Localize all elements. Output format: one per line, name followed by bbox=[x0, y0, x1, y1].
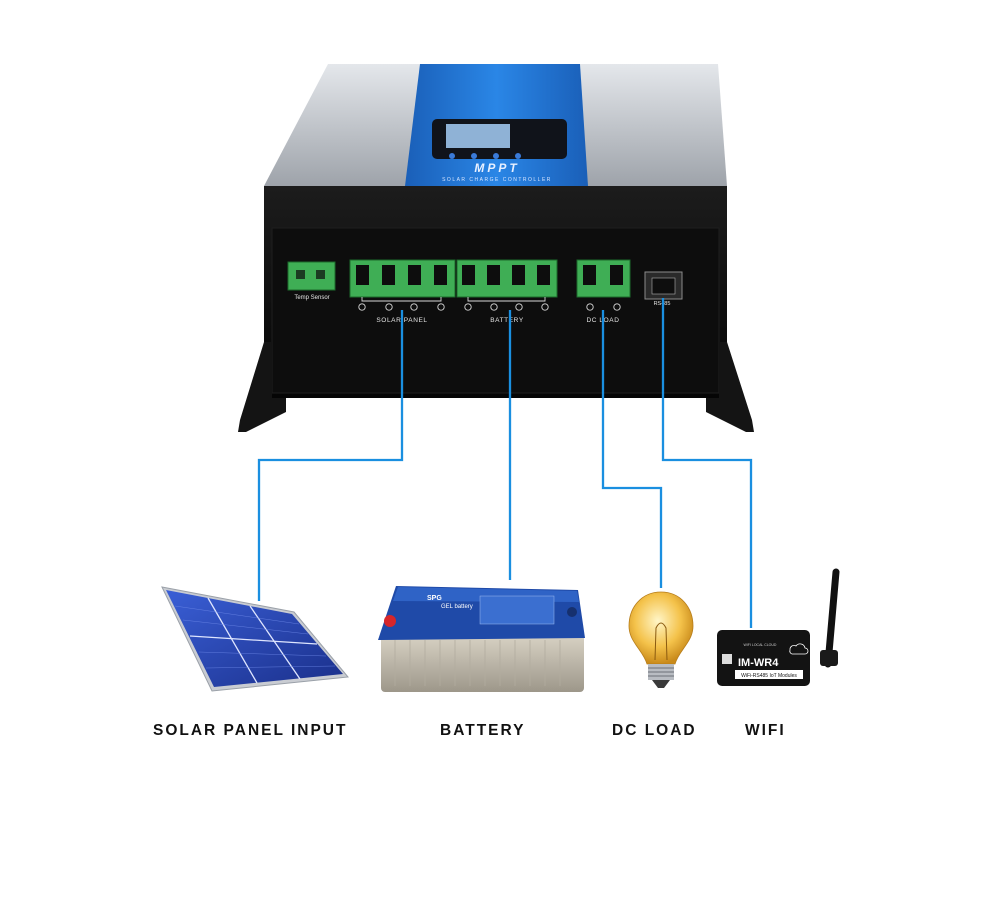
bulb-glass bbox=[628, 591, 694, 665]
wifi-module-sublabel: WiFi-RS485 IoT Modules bbox=[741, 673, 797, 679]
terminal-screw bbox=[512, 265, 525, 285]
solar-wire bbox=[257, 310, 404, 601]
connection-wires bbox=[257, 298, 753, 628]
terminal-screw bbox=[487, 265, 500, 285]
mounting-foot-left bbox=[238, 342, 286, 432]
battery-ribs bbox=[394, 640, 561, 686]
controller-button bbox=[449, 153, 455, 159]
dc-load-wire bbox=[601, 310, 663, 588]
wifi-module-sublabel-bg bbox=[735, 670, 803, 679]
battery-spec-panel bbox=[479, 595, 555, 625]
terminal-screw bbox=[408, 265, 421, 285]
battery-terminal-positive bbox=[384, 615, 396, 627]
controller-front-inset bbox=[271, 227, 720, 394]
bulb-tip bbox=[652, 680, 670, 688]
controller-display-subtitle: SOLAR CHARGE CONTROLLER bbox=[442, 177, 552, 183]
bulb-filament bbox=[654, 622, 668, 661]
controller-button bbox=[493, 153, 499, 159]
terminal-hole bbox=[296, 270, 305, 279]
battery-body bbox=[381, 634, 584, 692]
cloud-icon bbox=[789, 643, 809, 655]
temp-sensor-label: Temp Sensor bbox=[294, 295, 329, 301]
wifi-module-indicators: WIFI LOCAL CLOUD bbox=[744, 643, 777, 647]
caption-wifi: WIFI bbox=[745, 722, 786, 739]
battery-port-label: BATTERY bbox=[490, 317, 524, 324]
polarity-markers bbox=[358, 303, 621, 311]
battery-brand-label: SPG bbox=[427, 595, 442, 602]
controller-button bbox=[515, 153, 521, 159]
terminal-screw bbox=[434, 265, 447, 285]
mounting-foot-right bbox=[706, 342, 754, 432]
battery-terminal-negative bbox=[567, 607, 577, 617]
terminal-screw bbox=[537, 265, 550, 285]
terminal-screw bbox=[462, 265, 475, 285]
terminal-screw bbox=[356, 265, 369, 285]
battery-bracket-line bbox=[467, 297, 546, 302]
battery-type-label: GEL battery bbox=[441, 604, 473, 610]
terminal-screw bbox=[610, 265, 623, 285]
wifi-antenna bbox=[824, 568, 840, 668]
bulb-base-threads bbox=[648, 667, 674, 677]
wifi-wire bbox=[661, 298, 753, 628]
terminal-screw bbox=[382, 265, 395, 285]
controller-display-brand: MPPT bbox=[474, 161, 519, 175]
battery-image: SPG GEL battery bbox=[378, 586, 585, 692]
rs485-socket bbox=[651, 277, 676, 295]
controller-lcd-screen bbox=[446, 124, 510, 148]
caption-battery: BATTERY bbox=[440, 722, 526, 739]
caption-dc-load: DC LOAD bbox=[612, 722, 697, 739]
wifi-module-model: IM-WR4 bbox=[738, 657, 779, 669]
terminal-screw bbox=[583, 265, 596, 285]
solar-panel-cell-lines bbox=[174, 605, 336, 669]
wifi-module-image: WIFI LOCAL CLOUD IM-WR4 WiFi-RS485 IoT M… bbox=[717, 568, 840, 686]
solar-panel-image bbox=[161, 586, 349, 692]
wifi-module-qr bbox=[722, 654, 732, 664]
controller-button bbox=[471, 153, 477, 159]
charge-controller: MPPT SOLAR CHARGE CONTROLLER Temp Sensor bbox=[238, 64, 754, 432]
solar-panel-cells bbox=[166, 590, 343, 687]
solar-bracket-line bbox=[361, 297, 442, 302]
wifi-antenna-base bbox=[820, 650, 838, 666]
caption-solar-panel-input: SOLAR PANEL INPUT bbox=[153, 722, 348, 739]
temp-sensor-terminal bbox=[287, 261, 336, 291]
light-bulb-image bbox=[628, 591, 694, 688]
terminal-hole bbox=[316, 270, 325, 279]
